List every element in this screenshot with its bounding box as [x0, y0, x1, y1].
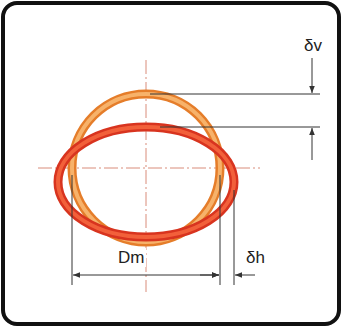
diameter-label: Dm: [116, 248, 146, 267]
deformed-ring-highlight: [58, 127, 234, 237]
horizontal-deflection-label: δh: [244, 248, 267, 267]
vertical-dimension: [150, 58, 320, 160]
original-ring-highlight: [72, 94, 220, 242]
vertical-deflection-label: δv: [302, 36, 324, 55]
center-lines: [38, 60, 260, 292]
deformed-ring: [58, 127, 234, 237]
horizontal-dimension: [200, 190, 255, 285]
frame: [3, 3, 339, 324]
original-ring: [72, 94, 220, 242]
diameter-dimension: [72, 175, 220, 285]
